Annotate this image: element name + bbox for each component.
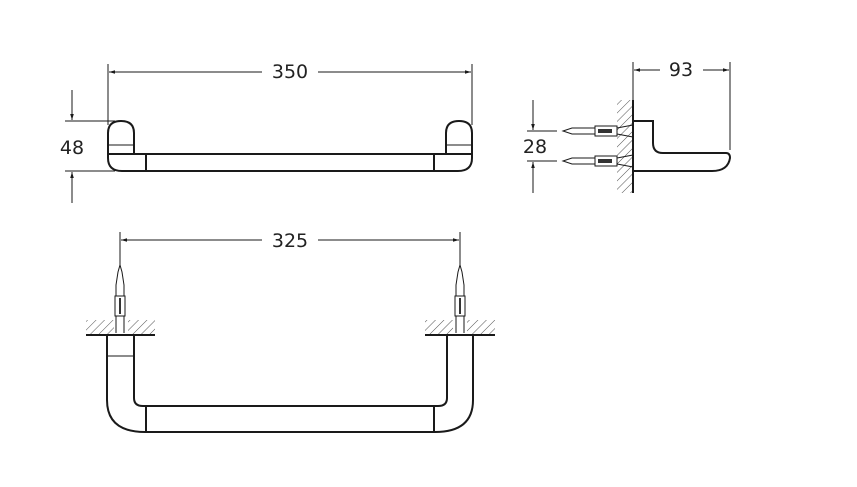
side-view: 93 28 bbox=[523, 59, 732, 193]
screw-top bbox=[561, 124, 634, 138]
screw-bottom bbox=[561, 154, 634, 168]
dimension-48: 48 bbox=[60, 137, 84, 159]
anchor-right bbox=[454, 263, 466, 333]
dimension-325: 325 bbox=[272, 230, 308, 252]
dimension-93: 93 bbox=[669, 59, 693, 81]
front-view: 350 48 bbox=[60, 61, 473, 203]
dimension-28: 28 bbox=[523, 136, 547, 158]
top-view: 325 bbox=[86, 230, 495, 433]
anchor-left bbox=[114, 263, 126, 333]
dimension-350: 350 bbox=[272, 61, 308, 83]
